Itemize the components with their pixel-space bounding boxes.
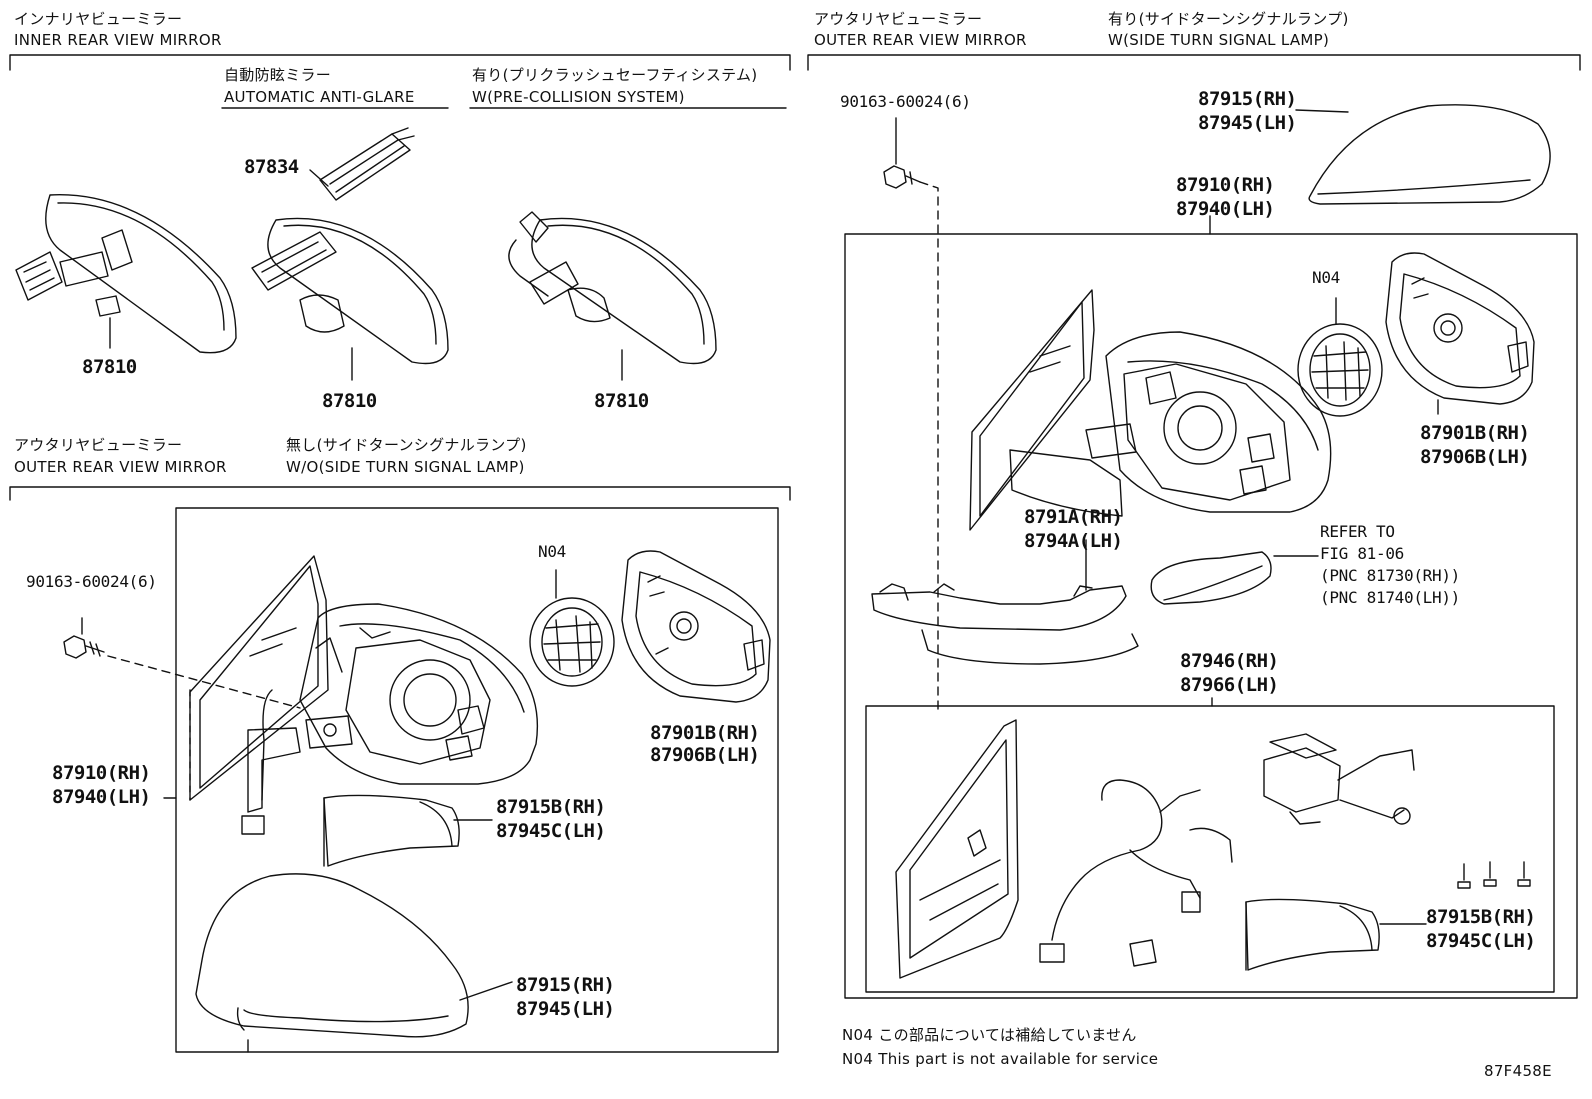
part-87945-lh-w: 87945(LH) [1198, 112, 1297, 134]
outer-w-title-en: OUTER REAR VIEW MIRROR [814, 31, 1027, 49]
outer-wo-cover [196, 874, 468, 1037]
part-87810-c: 87810 [594, 390, 649, 412]
outer-wo-screw [64, 618, 104, 658]
part-87910-rh-wo: 87910(RH) [52, 762, 151, 784]
outer-wo-leaders [108, 570, 556, 1052]
outer-w-leaders [1086, 216, 1438, 706]
outer-wo-condition-en: W/O(SIDE TURN SIGNAL LAMP) [286, 458, 525, 476]
outer-w-condition-en: W(SIDE TURN SIGNAL LAMP) [1108, 31, 1330, 49]
part-87945c-lh-wo: 87945C(LH) [496, 820, 606, 842]
part-n04-w: N04 [1312, 268, 1340, 287]
refer-to-line-2: FIG 81-06 [1320, 544, 1404, 563]
inner-auto-antiglare-en: AUTOMATIC ANTI-GLARE [224, 88, 415, 106]
outer-wo-title-jp: アウタリヤビューミラー [14, 436, 183, 454]
part-87901b-rh-w: 87901B(RH) [1420, 422, 1530, 444]
part-87906b-lh-w: 87906B(LH) [1420, 446, 1530, 468]
inner-section-title-en: INNER REAR VIEW MIRROR [14, 31, 222, 49]
outer-wo-title-en: OUTER REAR VIEW MIRROR [14, 458, 227, 476]
outer-w-cover [1296, 105, 1550, 204]
outer-w-actuator [1298, 298, 1382, 416]
outer-w-sub-bracket [896, 720, 1018, 978]
outer-w-assembly-box [845, 234, 1577, 998]
outer-w-turn-lamp [1151, 552, 1318, 604]
footnote-jp: N04 この部品については補給していません [842, 1026, 1137, 1044]
refer-to-line-3: (PNC 81730(RH)) [1320, 566, 1460, 585]
outer-w-bolts [1458, 862, 1530, 888]
inner-section-title-jp: インナリヤビューミラー [14, 10, 183, 28]
refer-to-line-4: (PNC 81740(LH)) [1320, 588, 1460, 607]
outer-wo-mirror-glass [190, 556, 328, 800]
part-87810-b: 87810 [322, 390, 377, 412]
outer-w-housing [1086, 332, 1331, 512]
figure-id: 87F458E [1484, 1062, 1552, 1080]
inner-mirror-b [252, 128, 448, 380]
outer-wo-lower-cover [324, 795, 459, 866]
inner-auto-antiglare-jp: 自動防眩ミラー [224, 66, 332, 84]
part-87915-rh-wo: 87915(RH) [516, 974, 615, 996]
outer-wo-condition-jp: 無し(サイドターンシグナルランプ) [286, 436, 527, 454]
outer-wo-glass-plate [622, 551, 770, 702]
part-90163-60024-w: 90163-60024(6) [840, 92, 971, 111]
inner-pcs-jp: 有り(プリクラッシュセーフティシステム) [472, 66, 758, 84]
outer-w-mirror-glass [970, 290, 1122, 530]
section-brackets [10, 55, 1580, 500]
part-90163-60024-wo: 90163-60024(6) [26, 572, 157, 591]
outer-w-screw [884, 118, 938, 710]
part-87966-lh: 87966(LH) [1180, 674, 1279, 696]
outer-w-lamp-base [872, 584, 1138, 664]
outer-w-lower-cover [1246, 899, 1426, 970]
refer-to-line-1: REFER TO [1320, 522, 1395, 541]
outer-w-title-jp: アウタリヤビューミラー [814, 10, 983, 28]
part-87946-rh: 87946(RH) [1180, 650, 1279, 672]
part-87810-a: 87810 [82, 356, 137, 378]
part-87940-lh-wo: 87940(LH) [52, 786, 151, 808]
part-87915b-rh-wo: 87915B(RH) [496, 796, 606, 818]
outer-w-condition-jp: 有り(サイドターンシグナルランプ) [1108, 10, 1349, 28]
inner-pcs-en: W(PRE-COLLISION SYSTEM) [472, 88, 685, 106]
part-87915-rh-w: 87915(RH) [1198, 88, 1297, 110]
footnote-en: N04 This part is not available for servi… [842, 1050, 1159, 1068]
part-87910-rh-w: 87910(RH) [1176, 174, 1275, 196]
part-8794a-lh: 8794A(LH) [1024, 530, 1123, 552]
inner-mirror-c [509, 212, 716, 380]
part-87901b-rh-wo: 87901B(RH) [650, 722, 760, 744]
part-87906b-lh-wo: 87906B(LH) [650, 744, 760, 766]
part-87945-lh-wo: 87945(LH) [516, 998, 615, 1020]
outer-wo-actuator [530, 598, 614, 686]
outer-w-motor-bracket [1264, 734, 1414, 824]
part-87945c-lh-w: 87945C(LH) [1426, 930, 1536, 952]
part-87915b-rh-w: 87915B(RH) [1426, 906, 1536, 928]
outer-wo-assembly-box [176, 508, 778, 1052]
part-n04-wo: N04 [538, 542, 566, 561]
sub-assembly-box [866, 706, 1554, 992]
part-8791a-rh: 8791A(RH) [1024, 506, 1123, 528]
inner-mirror-a [16, 195, 236, 353]
outer-wo-housing [242, 604, 537, 834]
outer-w-glass-plate [1386, 253, 1534, 404]
outer-w-harness [1040, 780, 1232, 966]
part-87834: 87834 [244, 156, 299, 178]
part-87940-lh-w: 87940(LH) [1176, 198, 1275, 220]
